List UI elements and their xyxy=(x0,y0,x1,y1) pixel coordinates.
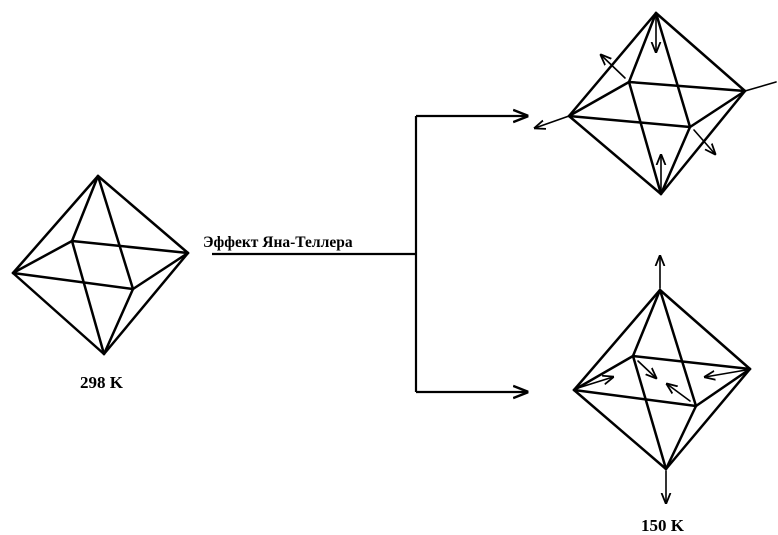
temperature-298k-label: 298 K xyxy=(80,373,124,392)
octahedron-298k xyxy=(11,174,190,356)
octahedron-compressed xyxy=(567,11,747,196)
displacement-arrows-elongated xyxy=(577,256,747,503)
octahedron-elongated xyxy=(572,288,752,471)
branch-connector xyxy=(212,116,527,392)
displacement-arrows-compressed xyxy=(535,15,777,191)
jahn-teller-effect-label: Эффект Яна-Теллера xyxy=(203,234,353,251)
temperature-150k-label: 150 K xyxy=(641,516,685,535)
